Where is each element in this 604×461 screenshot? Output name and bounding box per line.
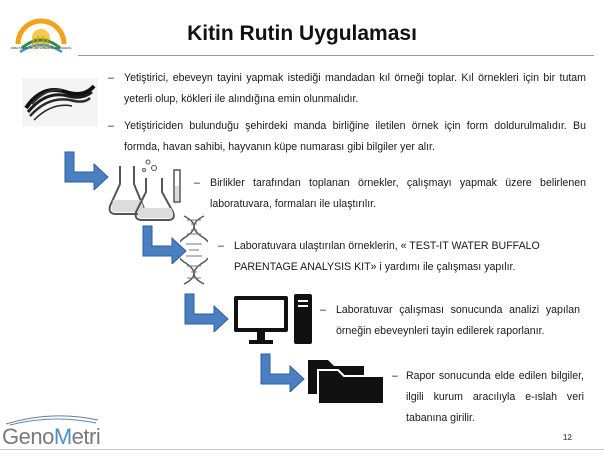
- computer-icon: [234, 294, 312, 344]
- slide-title: Kitin Rutin Uygulaması: [187, 22, 417, 45]
- footer-divider: [0, 449, 604, 450]
- step-3-text: Birlikler tarafından toplanan örnekler, …: [210, 177, 586, 210]
- dna-helix-icon: [180, 215, 208, 285]
- genometri-part3: etri: [71, 424, 101, 449]
- bullet-dash: –: [108, 120, 114, 132]
- lab-flask-icon: [108, 159, 181, 221]
- flow-arrow-icon: [142, 225, 187, 264]
- step-1-text: Yetiştirici, ebeveyn tayini yapmak isted…: [124, 72, 586, 105]
- step-6-text: Rapor sonucunda elde edilen bilgiler, il…: [406, 370, 584, 424]
- genometri-part1: Geno: [2, 424, 54, 449]
- page-number: 12: [563, 433, 572, 442]
- genometri-logo: GenoMetri: [2, 412, 102, 460]
- flow-arrow-icon: [64, 151, 109, 190]
- bullet-dash: –: [108, 72, 114, 84]
- bullet-dash: –: [320, 304, 326, 316]
- flow-arrow-icon: [184, 293, 229, 332]
- ministry-logo-caption: GIDA TARIM VE HAYVANCILIK BAKANLIĞI: [10, 46, 72, 50]
- ministry-logo: [15, 18, 67, 54]
- genometri-part2: M: [53, 424, 72, 449]
- genometri-swoosh-icon: [5, 415, 99, 426]
- step-2-text: Yetiştiriciden bulunduğu şehirdeki manda…: [124, 120, 586, 153]
- step-5-text: Laboratuvar çalışması sonucunda analizi …: [336, 304, 580, 337]
- hair-sample-image: [22, 78, 98, 126]
- title-divider: [78, 55, 594, 56]
- bullet-dash: –: [392, 370, 398, 382]
- flow-arrow-icon: [260, 353, 305, 392]
- step-4-text: Laboratuvara ulaştırılan örneklerin, « T…: [234, 240, 540, 273]
- bullet-dash: –: [194, 177, 200, 189]
- bullet-dash: –: [218, 240, 224, 252]
- folder-icon: [308, 360, 385, 405]
